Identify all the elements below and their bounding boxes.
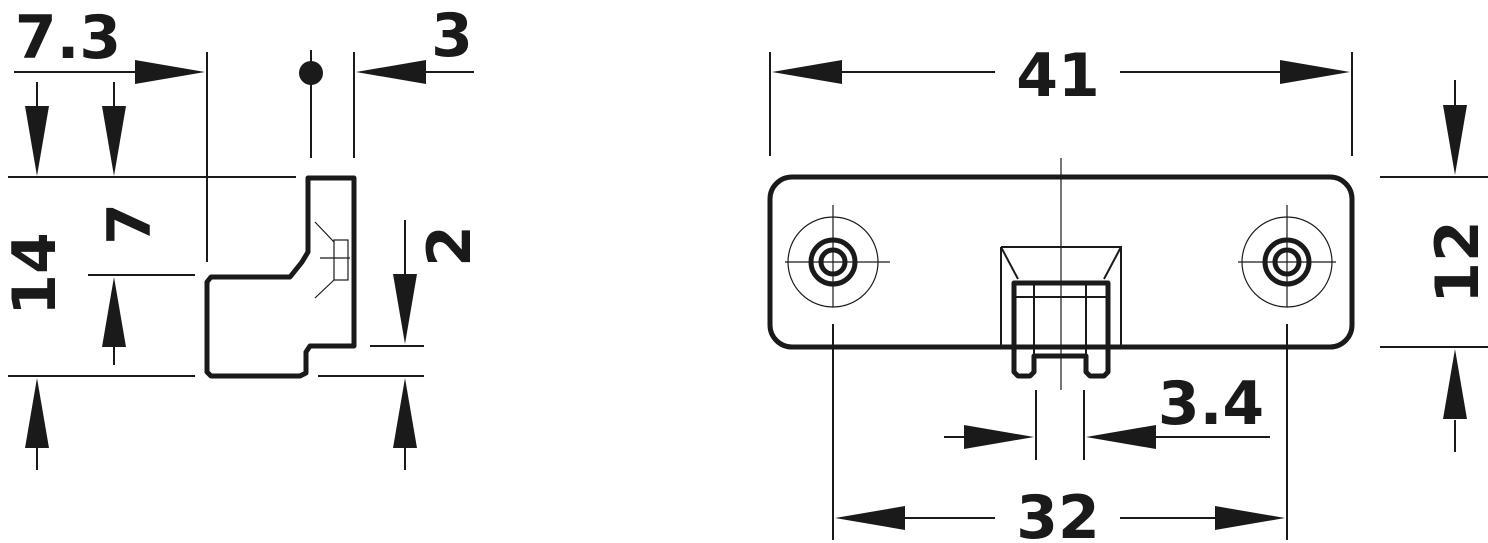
side-view-hidden-detail xyxy=(314,221,350,299)
dimension-side-thickness: 3 xyxy=(356,1,473,84)
front-view-extension-lines xyxy=(769,52,1488,540)
side-view: 7.3 3 14 7 2 xyxy=(0,1,485,470)
dimension-side-total-height: 14 xyxy=(0,82,70,470)
dim-label-3-4: 3.4 xyxy=(1158,369,1264,439)
dim-label-7-3: 7.3 xyxy=(15,3,121,73)
dimension-hole-spacing: 32 xyxy=(835,483,1285,543)
dim-label-41: 41 xyxy=(1016,41,1100,111)
dim-label-7: 7 xyxy=(95,203,165,245)
front-view: 41 12 3.4 32 xyxy=(767,41,1488,543)
side-view-extension-lines xyxy=(8,52,474,377)
dim-label-2: 2 xyxy=(415,225,485,267)
dimension-slot-width: 3.4 xyxy=(944,369,1270,449)
dim-label-32: 32 xyxy=(1016,483,1100,543)
dim-label-12: 12 xyxy=(1423,220,1488,304)
dim-label-14: 14 xyxy=(0,232,70,316)
dimension-side-width: 7.3 xyxy=(15,3,205,84)
dimension-front-length: 41 xyxy=(772,41,1350,111)
dimension-side-step: 2 xyxy=(393,220,485,470)
dimension-front-height: 12 xyxy=(1423,80,1488,452)
dimension-side-lower-height: 7 xyxy=(95,82,165,365)
center-clip xyxy=(1000,158,1122,390)
left-mounting-hole xyxy=(785,205,890,308)
dim-label-3: 3 xyxy=(431,1,473,71)
right-mounting-hole xyxy=(1238,205,1336,308)
side-view-outline xyxy=(204,175,357,379)
